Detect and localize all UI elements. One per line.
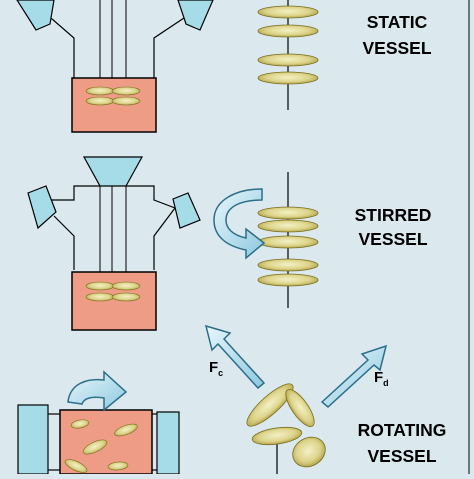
static-label-line2: VESSEL <box>362 38 431 58</box>
static-vessel-icon <box>16 0 214 133</box>
disc-stack-icon <box>257 0 319 110</box>
force-arrow-icon <box>320 344 388 408</box>
left-port-icon <box>17 404 49 475</box>
right-port-icon <box>172 192 201 229</box>
right-port-icon <box>177 0 214 31</box>
top-port-icon <box>82 156 144 187</box>
force-arrow-icon <box>204 324 266 390</box>
force-c-label: Fc <box>209 359 223 378</box>
force-c-sub: c <box>218 368 223 378</box>
rotation-arrow-icon <box>213 188 266 260</box>
rotating-label-line2: VESSEL <box>367 446 436 466</box>
stirred-vessel-icon <box>27 156 201 331</box>
force-d-sub: d <box>383 378 389 388</box>
disc-stack-icon <box>257 172 319 308</box>
rotating-vessel-icon <box>17 404 180 475</box>
left-port-icon <box>16 0 55 31</box>
force-d-label: Fd <box>374 369 389 388</box>
force-d-main: F <box>374 369 383 386</box>
stirred-label-line2: VESSEL <box>358 229 427 249</box>
stirred-medium <box>71 271 157 331</box>
left-port-icon <box>27 185 57 230</box>
static-medium <box>71 77 157 133</box>
stirred-label-line1: STIRRED <box>355 205 432 225</box>
right-port-icon <box>156 411 180 475</box>
tumbling-discs <box>246 383 326 474</box>
rotation-arrow-icon <box>67 370 128 412</box>
rotating-label-line1: ROTATING <box>358 420 447 440</box>
static-label-line1: STATIC <box>367 12 428 32</box>
force-c-main: F <box>209 359 218 376</box>
